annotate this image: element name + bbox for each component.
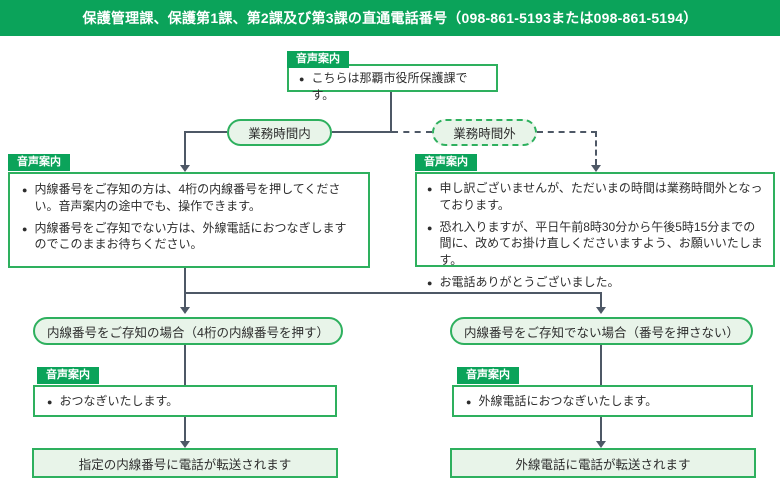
outside-connect-text: ● 外線電話におつなぎいたします。 [466, 394, 658, 408]
arrow-down-icon-case-known [180, 307, 190, 314]
after-hours-box: ● 申し訳ございませんが、ただいまの時間は業務時間外となっております。 ● 恐れ… [415, 172, 775, 289]
connector-inhours-left [185, 131, 227, 133]
arrow-down-icon-result-external [596, 441, 606, 448]
case-known-pill: 内線番号をご存知の場合（4桁の内線番号を押す） [33, 317, 343, 345]
result-external-box: 外線電話に電話が転送されます [450, 448, 756, 478]
branch-in-hours-pill: 業務時間内 [227, 119, 332, 146]
voice-guidance-tab-outside-connect: 音声案内 [457, 367, 519, 385]
arrow-down-icon-case-unknown [596, 307, 606, 314]
connector-to-afterhours-box-dashed [595, 131, 597, 165]
branch-after-hours-pill: 業務時間外 [432, 119, 537, 146]
greeting-box: ● こちらは那覇市役所保護課です。 [287, 64, 498, 102]
outside-connect-box: ● 外線電話におつなぎいたします。 [452, 385, 753, 417]
arrow-down-icon-result-internal [180, 441, 190, 448]
result-internal-box: 指定の内線番号に電話が転送されます [32, 448, 338, 478]
after-hours-bullet-2: ● 恐れ入りますが、平日午前8時30分から午後5時15分までの間に、改めてお掛け… [427, 219, 763, 268]
connector-to-inhours-box [184, 131, 186, 166]
voice-guidance-tab-after-hours: 音声案内 [415, 154, 477, 172]
connect-text: ● おつなぎいたします。 [47, 394, 179, 408]
bullet-icon: ● [427, 184, 433, 194]
after-hours-bullet-3: ● お電話ありがとうございました。 [427, 274, 620, 289]
connector-connect-to-result [184, 417, 186, 442]
connector-known-to-box [184, 345, 186, 386]
connector-to-case-unknown [600, 292, 602, 308]
connector-unknown-to-box [600, 345, 602, 386]
bullet-icon: ● [47, 397, 53, 407]
bullet-icon: ● [299, 74, 305, 84]
connector-afterhours-left-dashed [392, 131, 432, 133]
arrow-down-icon-afterhours [591, 165, 601, 172]
bullet-icon: ● [427, 277, 433, 288]
connector-to-case-known [184, 292, 186, 308]
arrow-down-icon-inhours [180, 165, 190, 172]
case-unknown-pill: 内線番号をご存知でない場合（番号を押さない） [450, 317, 753, 345]
voice-guidance-tab-connect: 音声案内 [37, 367, 99, 385]
in-hours-bullet-1: ● 内線番号をご存知の方は、4桁の内線番号を押してください。音声案内の途中でも、… [22, 182, 341, 213]
bullet-icon: ● [466, 397, 472, 407]
connect-box: ● おつなぎいたします。 [33, 385, 337, 417]
voice-guidance-tab-in-hours: 音声案内 [8, 154, 70, 172]
connector-inhours-right [332, 131, 391, 133]
bullet-icon: ● [22, 223, 28, 234]
connector-afterhours-right-dashed [537, 131, 597, 133]
connector-outside-to-result [600, 417, 602, 442]
in-hours-bullet-2: ● 内線番号をご存知でない方は、外線電話におつなぎしますのでこのままお待ちくださ… [22, 220, 347, 252]
after-hours-bullet-1: ● 申し訳ございませんが、ただいまの時間は業務時間外となっております。 [427, 181, 763, 212]
page-title: 保護管理課、保護第1課、第2課及び第3課の直通電話番号（098-861-5193… [82, 10, 698, 26]
connector-greeting-down [390, 92, 392, 133]
greeting-text: ● こちらは那覇市役所保護課です。 [299, 71, 468, 102]
in-hours-box: ● 内線番号をご存知の方は、4桁の内線番号を押してください。音声案内の途中でも、… [8, 172, 370, 268]
bullet-icon: ● [427, 222, 433, 233]
connector-case-split [184, 292, 602, 294]
bullet-icon: ● [22, 185, 28, 195]
voice-guidance-tab-greeting: 音声案内 [287, 51, 349, 69]
connector-inhours-box-down [184, 268, 186, 294]
header-bar: 保護管理課、保護第1課、第2課及び第3課の直通電話番号（098-861-5193… [0, 0, 780, 36]
